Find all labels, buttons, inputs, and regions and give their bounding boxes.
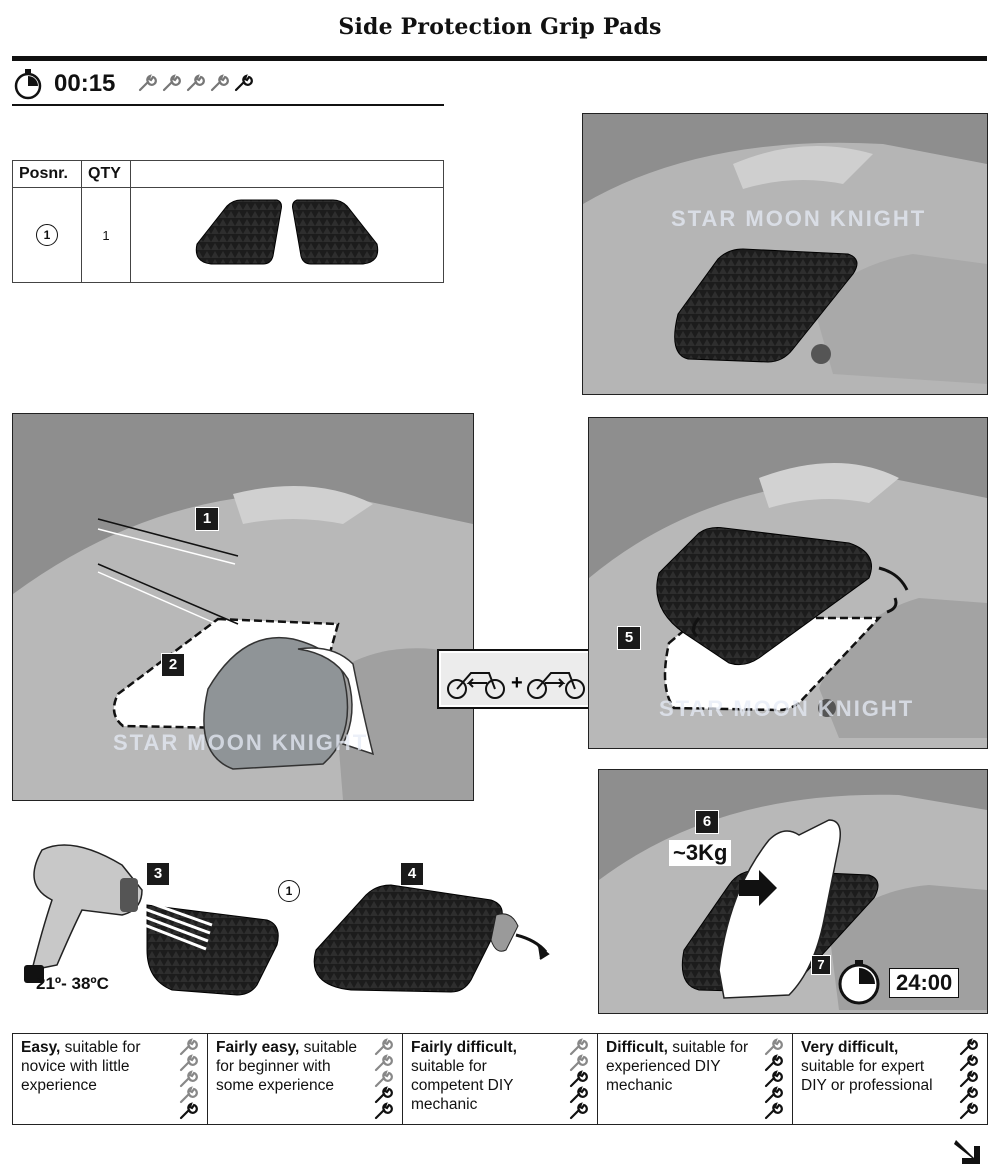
step-1-badge: 1 — [195, 507, 219, 531]
wrench-icon — [764, 1102, 783, 1120]
stopwatch-icon — [838, 960, 880, 1005]
wrench-rating-icon — [179, 1038, 198, 1120]
stopwatch-icon — [14, 69, 42, 100]
wrench-icon — [569, 1070, 588, 1088]
hairdryer-illustration — [24, 844, 279, 996]
temperature-label: 21º- 38ºC — [36, 974, 109, 993]
peel-backing-illustration — [313, 884, 550, 993]
motorcycle-direction-icon: + — [441, 653, 591, 705]
part-image-cell — [130, 187, 444, 283]
cleaning-panel: 1 2 STAR MOON KNIGHT — [12, 413, 474, 801]
svg-text:+: + — [511, 672, 523, 694]
part-reference-badge: 1 — [278, 880, 300, 902]
wrench-rating-icon — [959, 1038, 978, 1120]
wrench-icon — [764, 1086, 783, 1104]
wrench-icon — [569, 1102, 588, 1120]
difficulty-fairly-easy: Fairly easy, suitable for beginner with … — [208, 1034, 403, 1124]
motorcycle-direction-box: + — [437, 649, 595, 709]
wrench-icon — [374, 1054, 393, 1072]
parts-table: Posnr. QTY 1 1 — [12, 160, 444, 283]
step-6-badge: 6 — [695, 810, 719, 834]
difficulty-fairly-difficult: Fairly difficult, suitable for competent… — [403, 1034, 598, 1124]
wrench-icon — [764, 1054, 783, 1072]
difficulty-very-difficult: Very difficult, suitable for expert DIY … — [793, 1034, 987, 1124]
wrench-icon — [959, 1070, 978, 1088]
grip-pad-pair-image — [195, 199, 379, 264]
wrench-icon — [569, 1038, 588, 1056]
wrench-icon — [374, 1038, 393, 1056]
timer-label: 24:00 — [889, 968, 960, 998]
result-panel: STAR MOON KNIGHT — [582, 113, 988, 395]
wrench-icon — [179, 1102, 198, 1120]
difficulty-difficult: Difficult, suitable for experienced DIY … — [598, 1034, 793, 1124]
col-posnr: Posnr. — [12, 160, 82, 188]
wrench-icon — [374, 1086, 393, 1104]
wrench-icon — [374, 1070, 393, 1088]
step-5-badge: 5 — [617, 626, 641, 650]
title-rule — [12, 56, 987, 61]
wrench-rating-icon — [374, 1038, 393, 1120]
weight-label: ~3Kg — [669, 840, 732, 866]
next-page-arrow-icon — [954, 1140, 980, 1164]
time-row: 00:15 — [12, 66, 452, 102]
step-3-badge: 3 — [146, 862, 170, 886]
posnr-badge: 1 — [36, 224, 58, 246]
wrench-icon — [179, 1038, 198, 1056]
wrench-icon — [959, 1038, 978, 1056]
page-title: Side Protection Grip Pads — [338, 14, 662, 40]
wrench-icon — [179, 1070, 198, 1088]
step-7-badge: 7 — [811, 955, 831, 975]
wrench-rating-icon — [764, 1038, 783, 1120]
tank-illustration — [583, 114, 987, 394]
col-image — [130, 160, 444, 188]
press-panel: 6 ~3Kg 7 24:00 — [598, 769, 988, 1014]
wrench-icon — [959, 1086, 978, 1104]
cleaning-illustration — [13, 414, 473, 800]
wrench-icon — [374, 1102, 393, 1120]
wrench-rating-icon — [569, 1038, 588, 1120]
watermark-text: STAR MOON KNIGHT — [113, 730, 369, 755]
wrench-icon — [569, 1086, 588, 1104]
time-rule — [12, 104, 444, 106]
difficulty-legend: Easy, suitable for novice with little ex… — [12, 1033, 988, 1125]
difficulty-wrenches-icon — [138, 74, 253, 92]
wrench-icon — [764, 1038, 783, 1056]
wrench-icon — [569, 1054, 588, 1072]
apply-panel: 5 STAR MOON KNIGHT — [588, 417, 988, 749]
col-qty: QTY — [81, 160, 131, 188]
apply-illustration — [589, 418, 987, 748]
wrench-icon — [959, 1054, 978, 1072]
difficulty-easy: Easy, suitable for novice with little ex… — [13, 1034, 208, 1124]
wrench-icon — [959, 1102, 978, 1120]
watermark-text: STAR MOON KNIGHT — [671, 206, 927, 231]
duration-time: 00:15 — [54, 70, 116, 97]
step-4-badge: 4 — [400, 862, 424, 886]
wrench-icon — [764, 1070, 783, 1088]
wrench-icon — [179, 1086, 198, 1104]
wrench-icon — [179, 1054, 198, 1072]
watermark-text: STAR MOON KNIGHT — [659, 696, 915, 721]
step-2-badge: 2 — [161, 653, 185, 677]
posnr-cell: 1 — [12, 187, 82, 283]
peel-step: 4 — [306, 860, 566, 1000]
qty-cell: 1 — [81, 187, 131, 283]
heating-step: 3 21º- 38ºC — [12, 830, 312, 1000]
